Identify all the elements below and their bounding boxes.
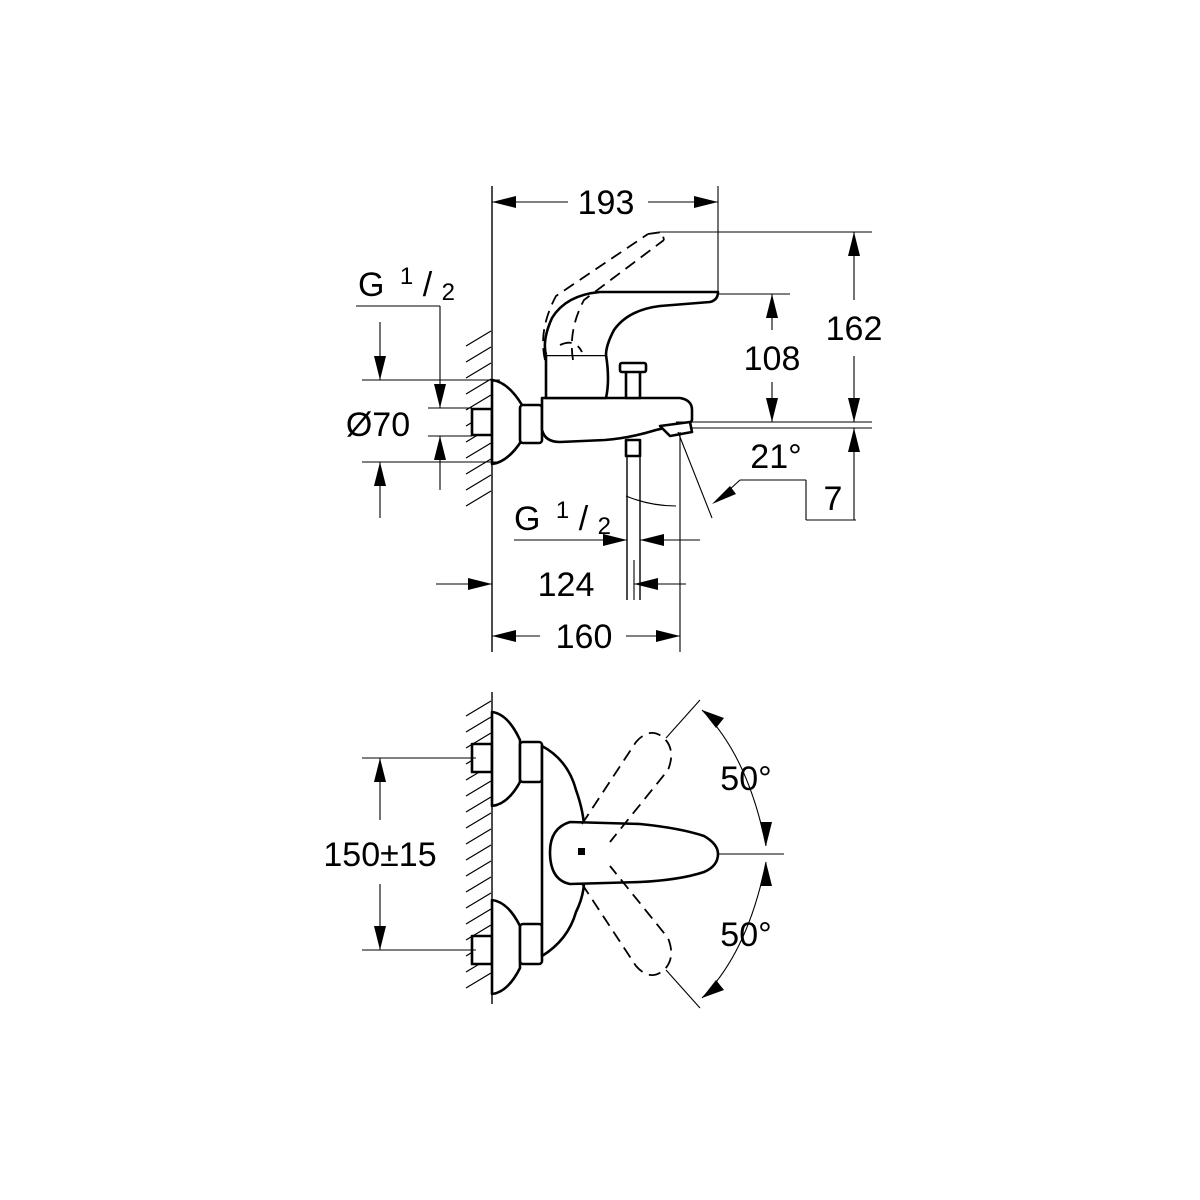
- label-162: 162: [826, 310, 883, 348]
- label-thread-g-lower: G: [514, 500, 540, 538]
- dim-108: 108: [718, 293, 801, 422]
- label-50-upper: 50°: [720, 760, 771, 798]
- label-50-lower: 50°: [720, 916, 771, 954]
- handle-raised-dashed: [542, 230, 665, 361]
- label-thread-g-upper: G: [358, 266, 384, 304]
- dim-thread-upper: G 1 / 2: [356, 254, 472, 490]
- dim-diameter-70: Ø70: [346, 322, 500, 518]
- label-193: 193: [578, 184, 635, 222]
- dim-124: 124: [436, 560, 686, 604]
- dim-angle-50: 50° 50°: [701, 709, 784, 999]
- svg-text:G 1 /: G 1 / 2: [358, 254, 455, 306]
- label-thread-num-upper: 1: [400, 263, 413, 290]
- handle-swing-dashed: [581, 699, 701, 1009]
- label-diameter-70: Ø70: [346, 406, 410, 444]
- label-21-deg: 21°: [750, 438, 801, 476]
- label-thread-den-upper: 2: [442, 279, 455, 306]
- label-160: 160: [556, 618, 613, 656]
- dim-7: 7: [805, 428, 860, 521]
- side-view: 193 162 108 7: [346, 184, 883, 656]
- label-7: 7: [824, 480, 843, 518]
- dim-angle-21: 21°: [625, 431, 806, 652]
- dim-162: 162: [660, 231, 883, 422]
- label-thread-num-lower: 1: [556, 497, 569, 524]
- mixer-body-top: [470, 710, 720, 996]
- dim-160: 160: [492, 618, 680, 656]
- svg-text:G 1 /: G 1 / 2: [514, 488, 611, 540]
- label-124: 124: [538, 566, 595, 604]
- label-thread-den-lower: 2: [598, 513, 611, 540]
- label-108: 108: [744, 340, 801, 378]
- label-150-15: 150±15: [323, 836, 436, 874]
- top-view: 150±15 50° 50°: [323, 692, 784, 1009]
- dim-thread-lower: G 1 / 2: [514, 488, 700, 546]
- dim-193: 193: [492, 184, 719, 292]
- dim-150-15: 150±15: [323, 757, 476, 951]
- mixer-body-side: [470, 290, 720, 600]
